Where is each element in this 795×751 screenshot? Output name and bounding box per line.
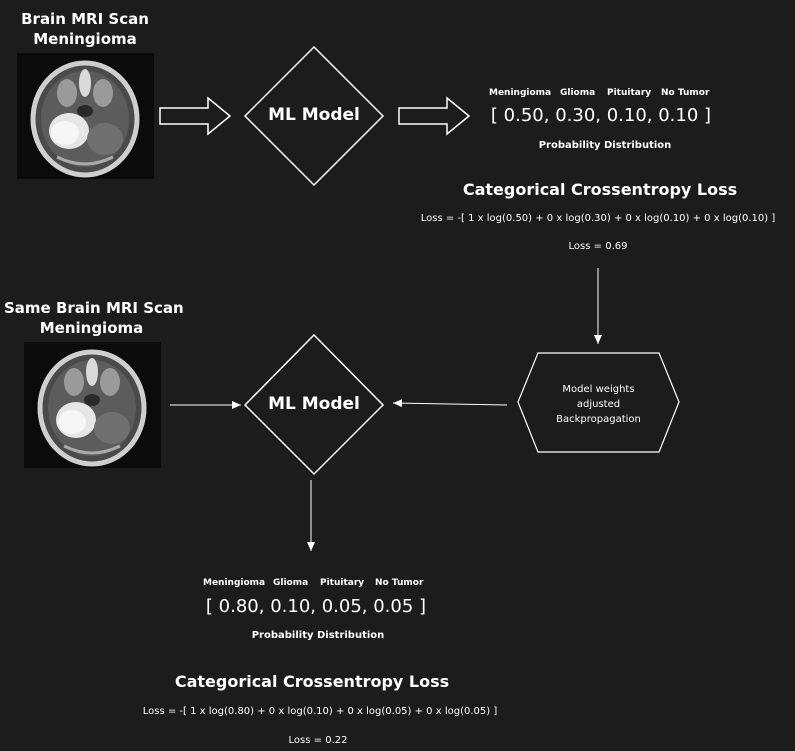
class-label-bottom-glioma: Glioma: [273, 578, 309, 588]
weights-adjusted-line2: adjusted: [576, 399, 621, 410]
weights-adjusted-text: Model weights adjusted Backpropagation: [538, 382, 659, 427]
ml-model-label-bottom: ML Model: [268, 394, 360, 414]
class-label-top-glioma: Glioma: [560, 88, 596, 98]
class-label-top-meningioma: Meningioma: [489, 88, 552, 98]
block-arrow-input-to-model-top: [159, 96, 232, 136]
block-arrow-model-to-output-top: [398, 96, 471, 136]
input-title-bottom-line1: Same Brain MRI Scan: [4, 299, 184, 317]
probabilities-bottom: [ 0.80, 0.10, 0.05, 0.05 ]: [205, 596, 427, 617]
loss-formula-top: Loss = -[ 1 x log(0.50) + 0 x log(0.30) …: [420, 213, 776, 224]
weights-adjusted-hexagon: [517, 352, 680, 453]
arrow-update-to-model: [392, 399, 508, 408]
input-title-top-line1: Brain MRI Scan: [21, 10, 149, 28]
probabilities-label-bottom: Probability Distribution: [251, 630, 385, 641]
ml-model-label-top: ML Model: [268, 105, 360, 125]
loss-title-top: Categorical Crossentropy Loss: [462, 180, 738, 199]
ml-model-diamond-bottom: [243, 333, 385, 476]
input-title-top-line2: Meningioma: [33, 30, 137, 48]
mri-image-bottom: [24, 342, 161, 468]
weights-adjusted-line1: Model weights: [562, 384, 635, 395]
class-label-bottom-no-tumor: No Tumor: [375, 578, 424, 588]
weights-adjusted-line3: Backpropagation: [556, 414, 641, 425]
loss-value-bottom: Loss = 0.22: [288, 735, 348, 746]
input-title-top: Brain MRI Scan Meningioma: [10, 9, 160, 49]
class-label-bottom-meningioma: Meningioma: [203, 578, 266, 588]
probabilities-label-top: Probability Distribution: [538, 140, 672, 151]
probabilities-top: [ 0.50, 0.30, 0.10, 0.10 ]: [490, 105, 712, 126]
loss-title-bottom: Categorical Crossentropy Loss: [174, 672, 450, 691]
input-title-bottom: Same Brain MRI Scan Meningioma: [4, 298, 184, 338]
ml-model-diamond-top: [243, 45, 385, 187]
loss-value-top: Loss = 0.69: [568, 241, 628, 252]
input-title-bottom-line2: Meningioma: [39, 319, 144, 337]
loss-formula-bottom: Loss = -[ 1 x log(0.80) + 0 x log(0.10) …: [142, 706, 498, 717]
class-label-top-pituitary: Pituitary: [607, 88, 652, 98]
class-label-bottom-pituitary: Pituitary: [320, 578, 365, 588]
class-label-top-no-tumor: No Tumor: [661, 88, 710, 98]
mri-image-top: [17, 53, 154, 179]
